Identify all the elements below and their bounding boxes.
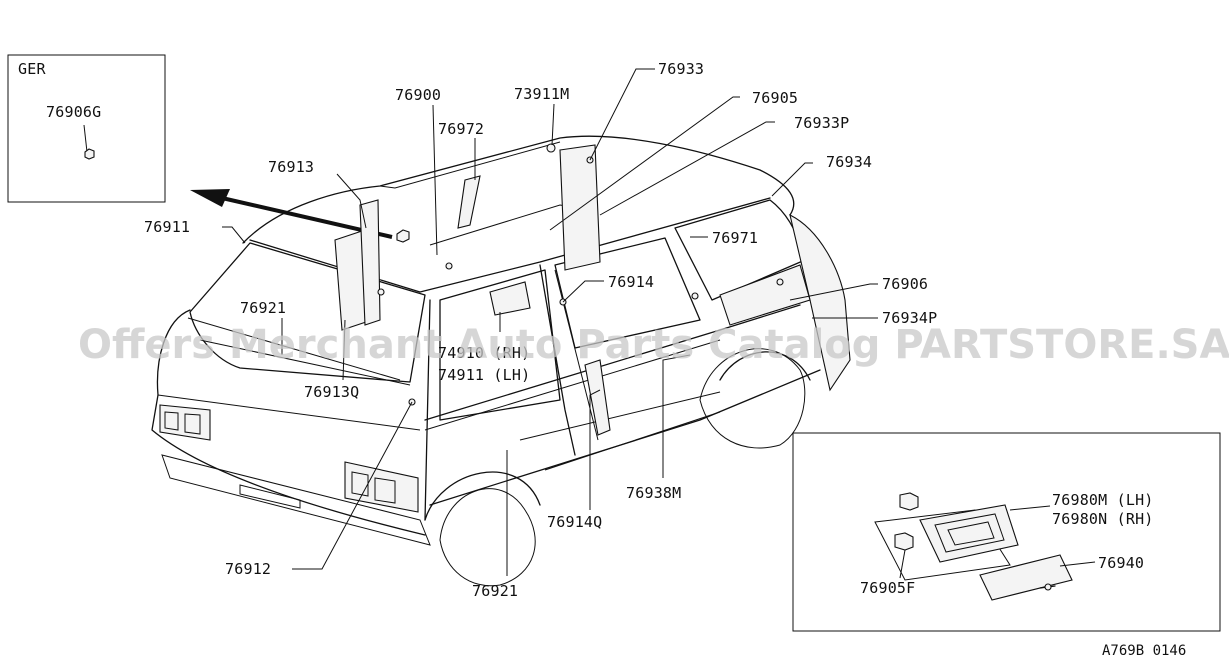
clip-76906G-icon bbox=[84, 148, 95, 160]
lens-76940 bbox=[979, 554, 1073, 601]
label-76906G[interactable]: 76906G bbox=[46, 103, 101, 121]
label-76911[interactable]: 76911 bbox=[144, 218, 190, 236]
inset-ger-frame bbox=[7, 54, 166, 203]
inset-lamp-assembly: 76980M (LH) 76980N (RH) 76940 76905F bbox=[792, 432, 1221, 632]
inset-ger-title: GER bbox=[18, 60, 46, 78]
part-labels: 76900 73911M 76933 76905 76933P 76972 76… bbox=[144, 60, 937, 600]
label-73911M[interactable]: 73911M bbox=[514, 85, 569, 103]
label-76938M[interactable]: 76938M bbox=[626, 484, 681, 502]
label-76906[interactable]: 76906 bbox=[882, 275, 928, 293]
label-76933[interactable]: 76933 bbox=[658, 60, 704, 78]
label-76980M[interactable]: 76980M (LH) bbox=[1052, 491, 1154, 509]
label-76921-bottom[interactable]: 76921 bbox=[472, 582, 518, 600]
leader-lines bbox=[222, 68, 878, 576]
label-76972[interactable]: 76972 bbox=[438, 120, 484, 138]
figure-code: A769B 0146 bbox=[1102, 643, 1186, 659]
arrow-head-icon bbox=[190, 189, 230, 207]
label-76913[interactable]: 76913 bbox=[268, 158, 314, 176]
lamp-housing-76980 bbox=[919, 504, 1019, 563]
clip-76906G-location-icon bbox=[396, 229, 410, 243]
watermark-text: Offers Merchant Auto Parts Catalog PARTS… bbox=[78, 322, 1229, 368]
leader-76906G bbox=[83, 124, 88, 153]
label-76980N[interactable]: 76980N (RH) bbox=[1052, 510, 1154, 528]
label-76940[interactable]: 76940 bbox=[1098, 554, 1144, 572]
inset-ger: GER 76906G bbox=[7, 54, 166, 203]
label-76921-top[interactable]: 76921 bbox=[240, 299, 286, 317]
clip-76905F-icon bbox=[894, 532, 914, 551]
van-body bbox=[151, 135, 851, 587]
label-76913Q[interactable]: 76913Q bbox=[304, 383, 359, 401]
label-74911[interactable]: 74911 (LH) bbox=[438, 366, 530, 384]
label-74910[interactable]: 74910 (RH) bbox=[438, 344, 530, 362]
label-76933P[interactable]: 76933P bbox=[794, 114, 849, 132]
label-76905F[interactable]: 76905F bbox=[860, 579, 915, 597]
label-76900[interactable]: 76900 bbox=[395, 86, 441, 104]
label-76934P[interactable]: 76934P bbox=[882, 309, 937, 327]
label-76971[interactable]: 76971 bbox=[712, 229, 758, 247]
clip-top-icon bbox=[899, 492, 919, 511]
label-76914[interactable]: 76914 bbox=[608, 273, 654, 291]
inset-lamp-frame bbox=[792, 432, 1221, 632]
label-76905[interactable]: 76905 bbox=[752, 89, 798, 107]
label-76914Q[interactable]: 76914Q bbox=[547, 513, 602, 531]
label-76934[interactable]: 76934 bbox=[826, 153, 872, 171]
label-76912[interactable]: 76912 bbox=[225, 560, 271, 578]
